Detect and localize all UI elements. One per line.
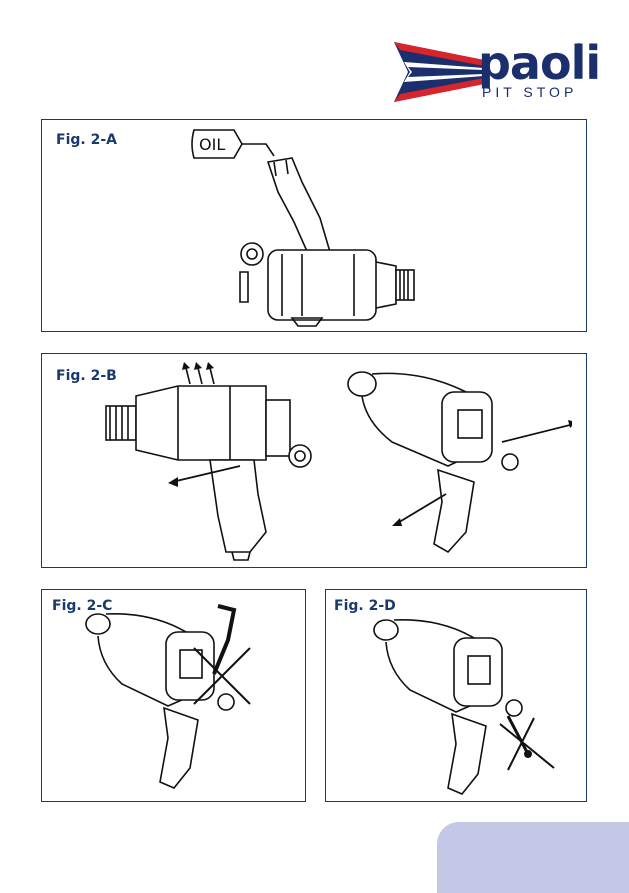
impact-wrench-oiling-illustration: OIL: [182, 122, 422, 330]
logo-subtitle: PIT STOP: [482, 84, 577, 100]
brand-logo: paoli ® PIT STOP: [394, 40, 594, 104]
figure-2b-panel: Fig. 2-B: [41, 353, 587, 568]
figure-2d-panel: Fig. 2-D: [325, 589, 587, 802]
oil-can-label: OIL: [199, 135, 225, 154]
impact-wrench-rear-illustration: [342, 362, 572, 562]
page-corner-tab: [437, 822, 629, 893]
logo-registered: ®: [576, 42, 582, 51]
figure-2c-panel: Fig. 2-C: [41, 589, 306, 802]
logo-flag-icon: [394, 40, 484, 104]
figure-2a-label: Fig. 2-A: [56, 132, 117, 148]
figure-2a-panel: Fig. 2-A OIL: [41, 119, 587, 332]
impact-wrench-hex-key-illustration: [82, 598, 282, 798]
impact-wrench-side-illustration: [90, 356, 320, 566]
impact-wrench-screw-illustration: [366, 608, 566, 798]
